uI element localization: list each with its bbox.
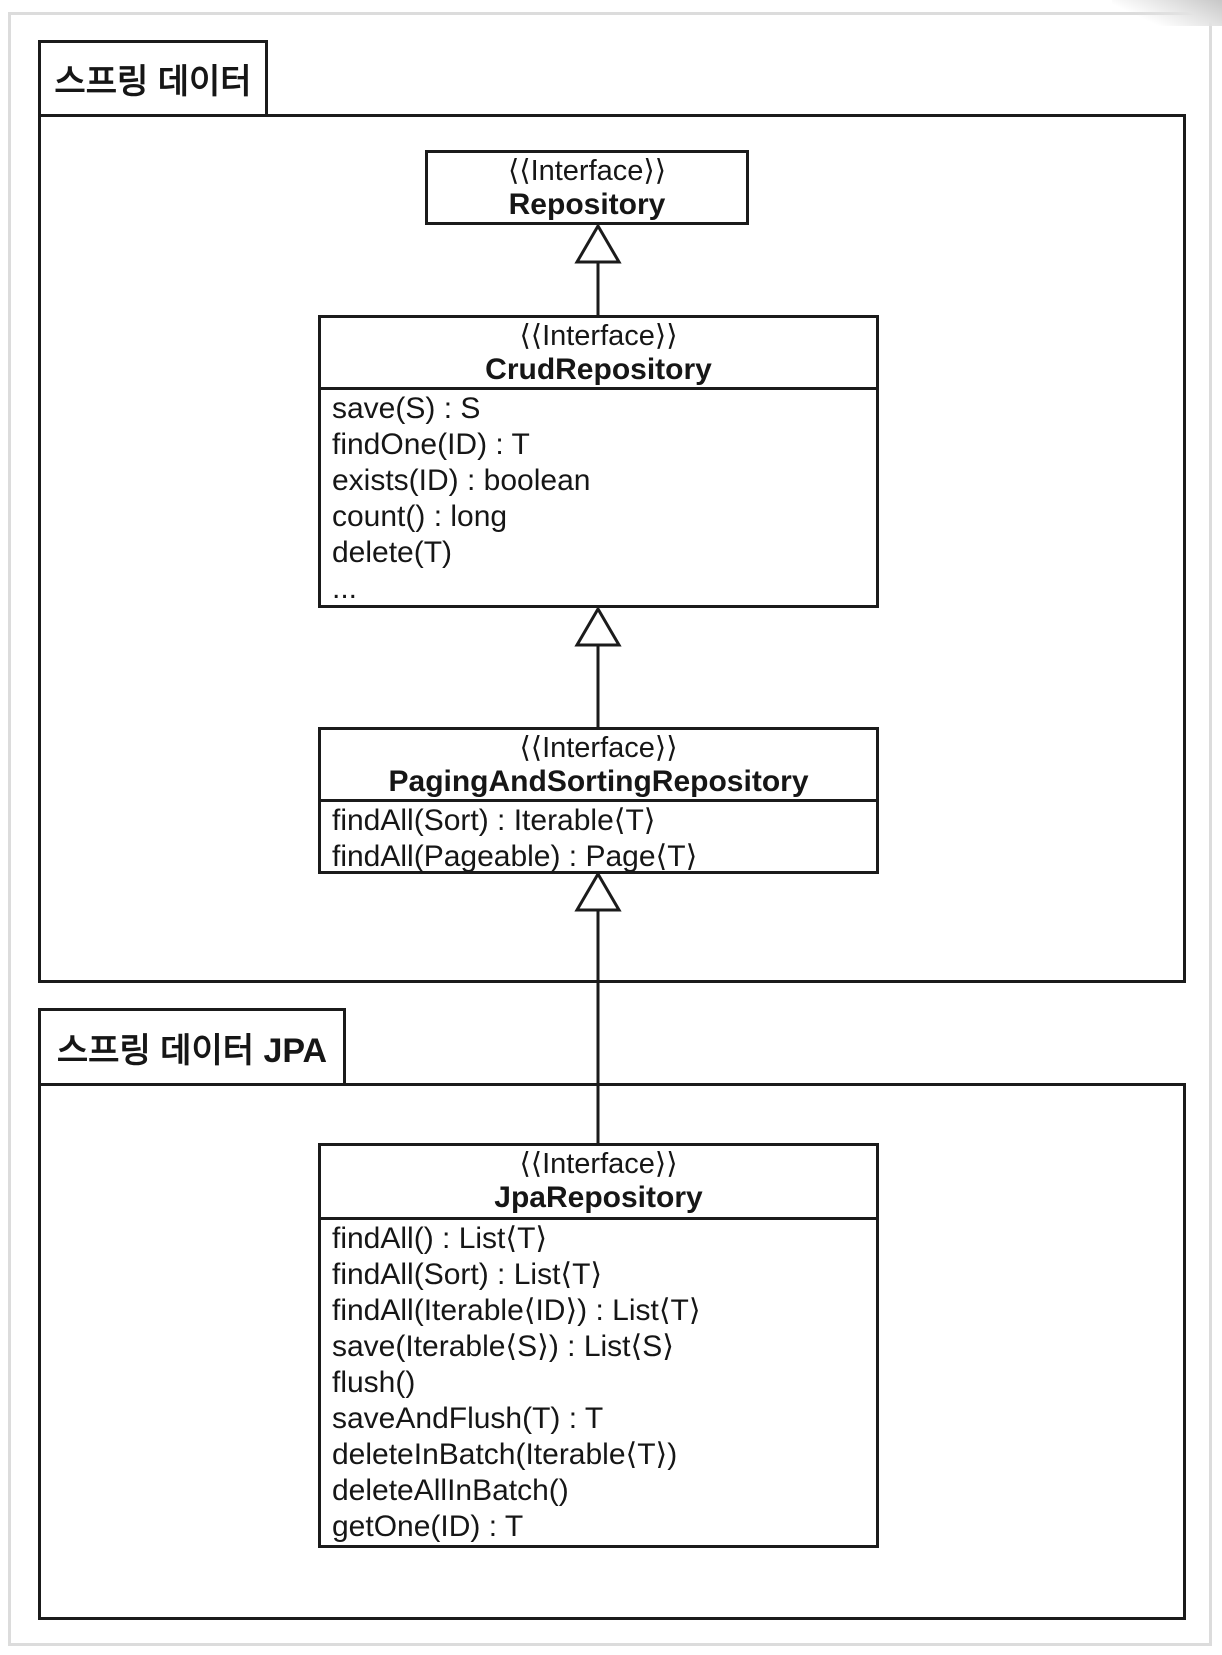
page-border-frame <box>8 12 1212 1646</box>
method-row: findAll(Iterable⟨ID⟩) : List⟨T⟩ <box>332 1294 701 1327</box>
method-row: saveAndFlush(T) : T <box>332 1402 604 1435</box>
class-repository-header: ⟨⟨Interface⟩⟩ Repository <box>428 153 746 222</box>
class-crud-repository: ⟨⟨Interface⟩⟩ CrudRepository save(S) : S… <box>318 315 879 608</box>
class-paging-methods: findAll(Sort) : Iterable⟨T⟩ findAll(Page… <box>321 802 876 875</box>
method-row: findOne(ID) : T <box>332 428 530 461</box>
class-paging-stereotype: ⟨⟨Interface⟩⟩ <box>519 732 678 764</box>
class-paging-name: PagingAndSortingRepository <box>388 765 809 798</box>
class-paging-and-sorting-repository: ⟨⟨Interface⟩⟩ PagingAndSortingRepository… <box>318 727 879 874</box>
package-spring-data-label-text: 스프링 데이터 <box>54 63 252 101</box>
class-crud-repository-methods: save(S) : S findOne(ID) : T exists(ID) :… <box>321 390 876 607</box>
package-spring-data-jpa-label-text: 스프링 데이터 JPA <box>56 1031 328 1070</box>
method-row: deleteAllInBatch() <box>332 1474 569 1507</box>
method-row: findAll(Sort) : Iterable⟨T⟩ <box>332 804 656 837</box>
corner-shadow <box>1112 0 1222 26</box>
method-row: findAll(Pageable) : Page⟨T⟩ <box>332 840 698 873</box>
method-row: ... <box>332 572 358 605</box>
package-spring-data-label: 스프링 데이터 <box>38 40 268 117</box>
class-crud-repository-name: CrudRepository <box>485 353 712 386</box>
class-crud-repository-stereotype: ⟨⟨Interface⟩⟩ <box>519 320 678 352</box>
class-jpa-methods: findAll() : List⟨T⟩ findAll(Sort) : List… <box>321 1220 876 1545</box>
class-repository-stereotype: ⟨⟨Interface⟩⟩ <box>507 155 667 187</box>
method-row: count() : long <box>332 500 508 533</box>
class-jpa-stereotype: ⟨⟨Interface⟩⟩ <box>519 1148 678 1180</box>
package-spring-data-jpa-label: 스프링 데이터 JPA <box>38 1008 346 1086</box>
class-crud-repository-header: ⟨⟨Interface⟩⟩ CrudRepository <box>321 318 876 390</box>
class-repository-name: Repository <box>508 188 666 221</box>
method-row: save(Iterable⟨S⟩) : List⟨S⟩ <box>332 1330 674 1363</box>
method-row: deleteInBatch(Iterable⟨T⟩) <box>332 1438 678 1471</box>
method-row: flush() <box>332 1366 416 1399</box>
method-row: exists(ID) : boolean <box>332 464 591 497</box>
method-row: findAll(Sort) : List⟨T⟩ <box>332 1258 603 1291</box>
method-row: delete(T) <box>332 536 453 569</box>
method-row: getOne(ID) : T <box>332 1510 524 1543</box>
class-repository: ⟨⟨Interface⟩⟩ Repository <box>425 150 749 225</box>
class-jpa-header: ⟨⟨Interface⟩⟩ JpaRepository <box>321 1146 876 1220</box>
class-paging-header: ⟨⟨Interface⟩⟩ PagingAndSortingRepository <box>321 730 876 802</box>
method-row: findAll() : List⟨T⟩ <box>332 1222 548 1255</box>
method-row: save(S) : S <box>332 392 481 425</box>
class-jpa-repository: ⟨⟨Interface⟩⟩ JpaRepository findAll() : … <box>318 1143 879 1548</box>
class-jpa-name: JpaRepository <box>494 1181 703 1214</box>
